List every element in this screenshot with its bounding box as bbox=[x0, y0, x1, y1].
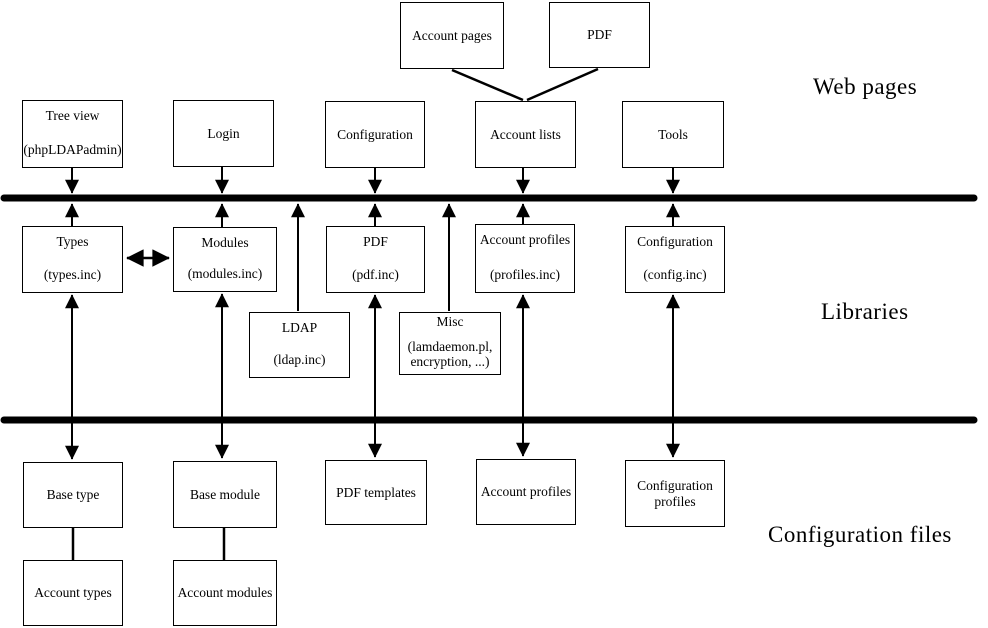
box-login: Login bbox=[173, 100, 274, 167]
box-types-label: Types bbox=[56, 234, 89, 249]
box-account-modules: Account modules bbox=[173, 560, 277, 626]
box-account-types-label: Account types bbox=[34, 585, 112, 601]
box-modules: Modules (modules.inc) bbox=[173, 227, 277, 292]
box-account-profiles-lib-sublabel: (profiles.inc) bbox=[489, 267, 561, 283]
box-pdf-page: PDF bbox=[549, 2, 650, 68]
box-pdf-templates: PDF templates bbox=[325, 460, 427, 525]
box-configuration-page: Configuration bbox=[325, 101, 425, 168]
box-ldap-sublabel: (ldap.inc) bbox=[273, 352, 326, 368]
box-base-type: Base type bbox=[23, 462, 123, 528]
box-base-module: Base module bbox=[173, 461, 277, 528]
box-account-profiles-files: Account profiles bbox=[476, 459, 576, 525]
box-ldap: LDAP (ldap.inc) bbox=[249, 312, 350, 378]
box-misc-sublabel-1: (lamdaemon.pl, bbox=[407, 338, 493, 354]
box-pdf-lib-label: PDF bbox=[363, 234, 388, 249]
box-types: Types (types.inc) bbox=[22, 226, 123, 293]
box-account-lists: Account lists bbox=[475, 101, 576, 168]
label-libraries: Libraries bbox=[821, 299, 909, 324]
box-pdf-page-label: PDF bbox=[587, 27, 612, 43]
box-configuration-lib-label: Configuration bbox=[637, 234, 713, 249]
box-account-types: Account types bbox=[23, 560, 123, 626]
box-tree-view: Tree view (phpLDAPadmin) bbox=[22, 100, 123, 168]
box-account-lists-label: Account lists bbox=[490, 126, 561, 142]
box-pdf-lib-sublabel: (pdf.inc) bbox=[352, 267, 399, 283]
box-base-type-label: Base type bbox=[46, 487, 100, 503]
box-tools-label: Tools bbox=[658, 126, 688, 142]
box-account-profiles-lib-label: Account profiles bbox=[479, 232, 571, 247]
box-ldap-label: LDAP bbox=[281, 320, 318, 335]
box-modules-sublabel: (modules.inc) bbox=[187, 266, 263, 282]
box-configuration-lib-sublabel: (config.inc) bbox=[643, 267, 707, 283]
box-account-profiles-files-label: Account profiles bbox=[480, 484, 572, 500]
box-account-pages: Account pages bbox=[400, 2, 504, 69]
box-tools: Tools bbox=[622, 101, 724, 168]
box-account-pages-label: Account pages bbox=[412, 27, 492, 43]
box-configuration-profiles-label: Configuration bbox=[637, 477, 713, 493]
box-configuration-profiles-sublabel: profiles bbox=[654, 493, 696, 509]
label-configuration-files: Configuration files bbox=[768, 522, 952, 547]
box-tree-view-label: Tree view bbox=[45, 108, 100, 123]
box-configuration-lib: Configuration (config.inc) bbox=[625, 226, 725, 293]
box-pdf-templates-label: PDF templates bbox=[336, 484, 416, 500]
box-configuration-profiles: Configuration profiles bbox=[625, 460, 725, 527]
label-web-pages: Web pages bbox=[813, 74, 918, 99]
box-account-modules-label: Account modules bbox=[177, 585, 273, 601]
link-account-pages-to-account-lists bbox=[451, 68, 524, 102]
box-login-label: Login bbox=[207, 125, 240, 141]
box-base-module-label: Base module bbox=[189, 486, 261, 502]
box-misc-sublabel-2: encryption, ...) bbox=[410, 354, 490, 370]
box-types-sublabel: (types.inc) bbox=[43, 267, 102, 283]
box-modules-label: Modules bbox=[201, 235, 249, 250]
box-tree-view-sublabel: (phpLDAPadmin) bbox=[23, 142, 122, 158]
box-configuration-page-label: Configuration bbox=[337, 126, 413, 142]
box-misc-label: Misc bbox=[436, 314, 464, 329]
box-pdf-lib: PDF (pdf.inc) bbox=[326, 226, 425, 293]
link-pdf-to-account-lists bbox=[526, 67, 599, 102]
box-account-profiles-lib: Account profiles (profiles.inc) bbox=[475, 224, 575, 293]
box-misc: Misc (lamdaemon.pl, encryption, ...) bbox=[399, 312, 501, 375]
